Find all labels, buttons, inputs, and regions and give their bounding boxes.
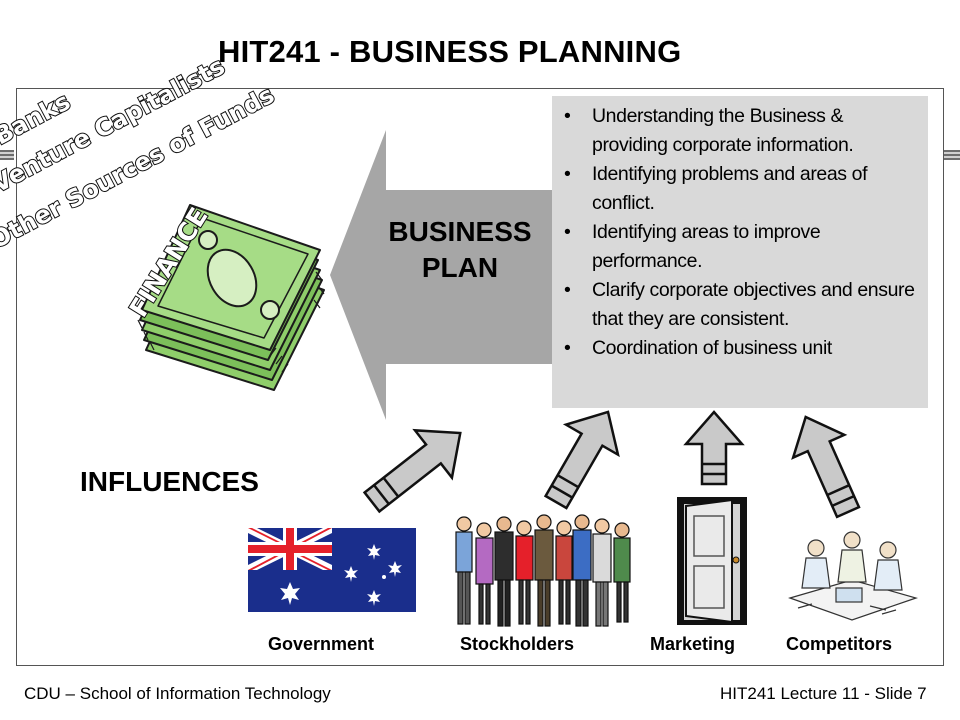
objectives-box: Understanding the Business & providing c… — [552, 96, 928, 408]
objectives-list: Understanding the Business & providing c… — [552, 96, 928, 363]
business-plan-line2: PLAN — [421, 252, 499, 283]
business-plan-label: BUSINESS PLAN — [360, 214, 560, 286]
objective-item: Identifying problems and areas of confli… — [564, 160, 918, 218]
footer-slide-number: HIT241 Lecture 11 - Slide 7 — [720, 684, 927, 703]
slide-title: HIT241 - BUSINESS PLANNING — [218, 34, 682, 69]
caption-government: Government — [268, 634, 375, 654]
business-plan-line1: BUSINESS — [388, 216, 532, 247]
content-frame — [16, 88, 944, 666]
caption-competitors: Competitors — [786, 634, 893, 654]
competitors-meeting-icon — [788, 531, 919, 621]
up-arrow-icon — [791, 415, 861, 519]
footer-school: CDU – School of Information Technology — [24, 684, 331, 703]
business-plan-arrow — [330, 130, 560, 420]
objective-item: Coordination of business unit — [564, 334, 918, 363]
influences-heading: INFLUENCES — [80, 466, 259, 497]
up-arrow-icon — [362, 428, 462, 514]
open-door-icon — [677, 497, 747, 625]
stockholders-people-icon — [455, 514, 631, 627]
decorative-rule-right — [944, 150, 960, 160]
objective-item: Identifying areas to improve performance… — [564, 218, 918, 276]
australian-flag-icon — [248, 528, 416, 612]
objective-item: Clarify corporate objectives and ensure … — [564, 276, 918, 334]
money-stack-icon — [137, 204, 325, 391]
up-arrow-icon — [543, 410, 620, 510]
decorative-rule-left — [0, 150, 14, 160]
caption-stockholders: Stockholders — [460, 634, 575, 654]
up-arrow-icon — [683, 410, 745, 486]
objective-item: Understanding the Business & providing c… — [564, 102, 918, 160]
caption-marketing: Marketing — [650, 634, 736, 654]
